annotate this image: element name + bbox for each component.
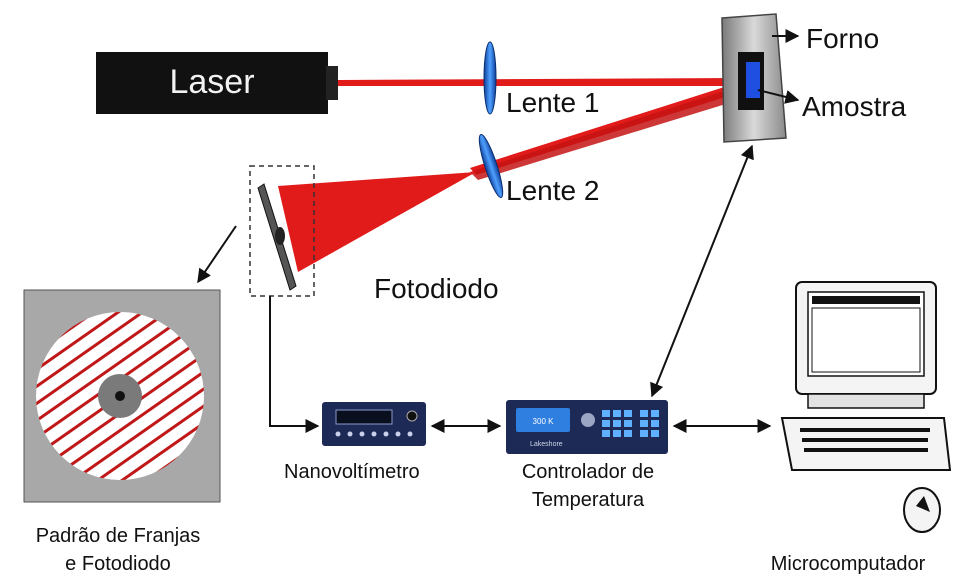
photodiode-highlight-box xyxy=(249,165,315,297)
microcomputador-label: Microcomputador xyxy=(771,553,926,575)
laser-device: Laser xyxy=(96,52,338,114)
zoom-arrow xyxy=(197,225,237,284)
controlador-label-line2: Temperatura xyxy=(532,489,645,511)
lens-2-icon xyxy=(478,134,504,198)
temperature-controller-device: 300 K Lakeshore xyxy=(506,400,668,454)
diverging-beam xyxy=(278,172,476,272)
link-controller-oven xyxy=(650,144,754,398)
nanovoltimetro-label: Nanovoltímetro xyxy=(284,461,420,483)
sample-icon xyxy=(746,62,760,98)
nanovoltmeter-device xyxy=(322,402,426,446)
microcomputer-icon xyxy=(780,281,952,533)
fringe-pattern-panel xyxy=(23,289,221,503)
padrao-label-line1: Padrão de Franjas xyxy=(36,525,201,547)
laser-label: Laser xyxy=(169,63,254,101)
amostra-label: Amostra xyxy=(802,91,907,122)
fotodiodo-label: Fotodiodo xyxy=(374,273,499,304)
lens-1-icon xyxy=(483,41,497,115)
signal-wire xyxy=(269,296,320,433)
photodiode-icon xyxy=(257,183,297,291)
incident-beam xyxy=(338,78,740,86)
controlador-label-line1: Controlador de xyxy=(522,461,654,483)
amostra-arrow xyxy=(757,89,800,104)
controller-display-text: 300 K xyxy=(533,417,555,426)
padrao-label-line2: e Fotodiodo xyxy=(65,553,171,575)
controller-brand-text: Lakeshore xyxy=(530,441,563,448)
mouse-icon xyxy=(903,487,941,533)
lente2-label: Lente 2 xyxy=(506,175,599,206)
lente1-label: Lente 1 xyxy=(506,87,599,118)
forno-label: Forno xyxy=(806,23,879,54)
reflected-beam-lower xyxy=(470,86,752,180)
laser-beams xyxy=(278,78,752,272)
keyboard-icon xyxy=(780,417,952,471)
oven-icon xyxy=(721,13,787,143)
